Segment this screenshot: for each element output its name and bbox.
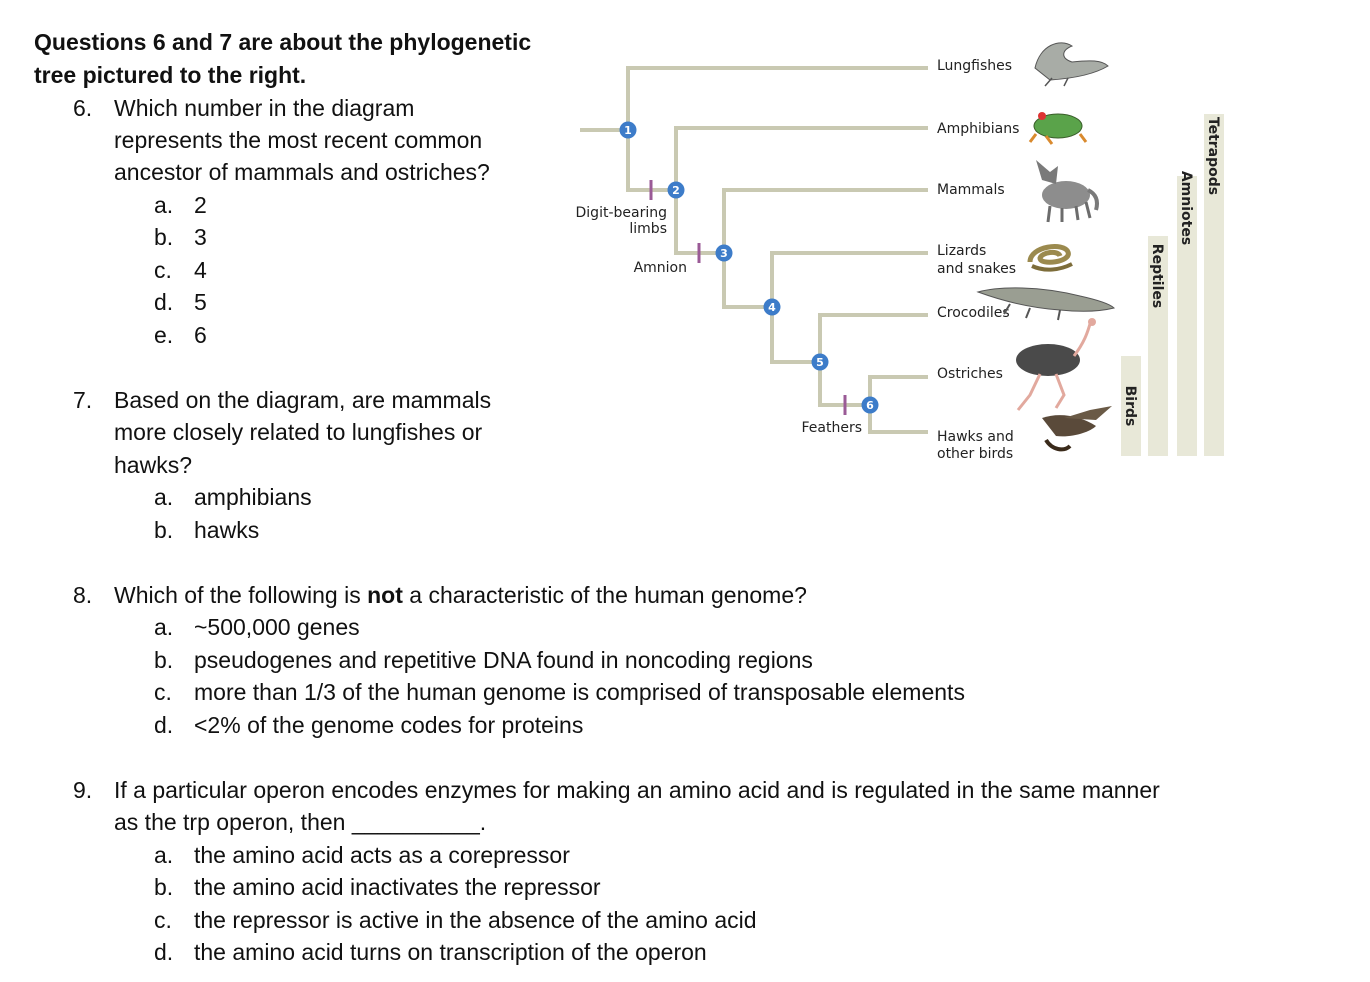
q7-line-1: Based on the diagram, are mammals xyxy=(114,387,492,413)
group-label-tetrapods: Tetrapods xyxy=(1205,117,1221,195)
group-label-reptiles: Reptiles xyxy=(1149,244,1165,308)
ostrich-illustration xyxy=(1016,318,1096,411)
node-4: 4 xyxy=(763,298,781,316)
phylogenetic-tree: 1 2 3 4 5 6 Digit-bearing limbs Amnion F… xyxy=(576,42,1224,462)
group-bar-amniotes: Amniotes xyxy=(1177,171,1197,456)
q6-line-2: represents the most recent common xyxy=(114,127,483,153)
q8-option-c: more than 1/3 of the human genome is com… xyxy=(194,679,965,705)
taxon-label-mammals: Mammals xyxy=(937,182,1005,198)
q6-option-d-letter: d. xyxy=(154,289,174,315)
wolf-illustration xyxy=(1036,160,1099,223)
q6-option-b: 3 xyxy=(194,224,207,250)
q9-option-b-letter: b. xyxy=(154,874,174,900)
q6-line-3: ancestor of mammals and ostriches? xyxy=(114,159,490,185)
taxon-label-crocodiles: Crocodiles xyxy=(937,305,1010,321)
q6-option-c: 4 xyxy=(194,257,207,283)
node-1: 1 xyxy=(619,121,637,139)
q8-stem-prefix: Which of the following is xyxy=(114,582,368,608)
group-bar-reptiles: Reptiles xyxy=(1148,236,1168,456)
taxon-label-hawks-and: Hawks and xyxy=(937,429,1014,445)
q7-option-b-letter: b. xyxy=(154,517,174,543)
group-label-birds: Birds xyxy=(1122,386,1138,427)
node-6-label: 6 xyxy=(866,399,874,412)
q8-option-b-letter: b. xyxy=(154,647,174,673)
q8-option-c-letter: c. xyxy=(154,679,172,705)
taxon-label-ostriches: Ostriches xyxy=(937,366,1003,382)
q9-line-1: If a particular operon encodes enzymes f… xyxy=(114,777,1160,803)
q9-option-d: the amino acid turns on transcription of… xyxy=(194,939,707,965)
q9-number: 9. xyxy=(73,777,93,803)
lungfish-illustration xyxy=(1034,42,1109,87)
q6-option-d: 5 xyxy=(194,289,207,315)
q7-line-3: hawks? xyxy=(114,452,192,478)
q8-stem-suffix: a characteristic of the human genome? xyxy=(402,582,807,608)
group-bar-tetrapods: Tetrapods xyxy=(1204,114,1224,456)
group-bar-birds: Birds xyxy=(1121,356,1141,456)
q7-option-a-letter: a. xyxy=(154,484,174,510)
intro-line-2: tree pictured to the right. xyxy=(34,62,307,88)
q8-option-b: pseudogenes and repetitive DNA found in … xyxy=(194,647,813,673)
node-5: 5 xyxy=(811,353,829,371)
group-label-amniotes: Amniotes xyxy=(1178,171,1194,245)
q6-option-e: 6 xyxy=(194,322,207,348)
q6-line-1: Which number in the diagram xyxy=(114,95,415,121)
q7-number: 7. xyxy=(73,387,93,413)
trait-label-digit-bearing: Digit-bearing xyxy=(576,205,667,221)
q6-option-a-letter: a. xyxy=(154,192,174,218)
q8-option-d: <2% of the genome codes for proteins xyxy=(194,712,584,738)
q8-option-a-letter: a. xyxy=(154,614,174,640)
q6-option-c-letter: c. xyxy=(154,257,172,283)
q8-number: 8. xyxy=(73,582,93,608)
taxon-label-and-snakes: and snakes xyxy=(937,261,1016,277)
intro-line-1: Questions 6 and 7 are about the phylogen… xyxy=(34,29,532,55)
q9-option-d-letter: d. xyxy=(154,939,174,965)
q7-option-a: amphibians xyxy=(194,484,312,510)
node-3-label: 3 xyxy=(720,247,728,260)
q8-stem: Which of the following is not a characte… xyxy=(114,579,807,611)
q7-line-2: more closely related to lungfishes or xyxy=(114,419,483,445)
snake-illustration xyxy=(1027,244,1073,272)
trait-marks xyxy=(649,180,847,415)
q7-option-b: hawks xyxy=(194,517,260,543)
taxon-label-lizards: Lizards xyxy=(937,243,986,259)
q9-option-a: the amino acid acts as a corepressor xyxy=(194,842,570,868)
node-2: 2 xyxy=(667,181,685,199)
q8-option-a: ~500,000 genes xyxy=(194,614,360,640)
q6-option-a: 2 xyxy=(194,192,207,218)
taxon-label-amphibians: Amphibians xyxy=(937,121,1019,137)
q9-line-2: as the trp operon, then __________. xyxy=(114,809,487,835)
q9-option-a-letter: a. xyxy=(154,842,174,868)
q6-option-e-letter: e. xyxy=(154,322,174,348)
taxon-label-lungfishes: Lungfishes xyxy=(937,58,1012,74)
node-4-label: 4 xyxy=(768,301,776,314)
q9-option-b: the amino acid inactivates the repressor xyxy=(194,874,601,900)
frog-illustration xyxy=(1028,112,1088,145)
q8-option-d-letter: d. xyxy=(154,712,174,738)
node-1-label: 1 xyxy=(624,124,632,137)
trait-label-limbs: limbs xyxy=(629,221,667,237)
node-6: 6 xyxy=(861,396,879,414)
node-3: 3 xyxy=(715,244,733,262)
crocodile-illustration xyxy=(976,287,1115,321)
q9-option-c: the repressor is active in the absence o… xyxy=(194,907,757,933)
trait-label-amnion: Amnion xyxy=(634,260,687,276)
taxon-label-other-birds: other birds xyxy=(937,446,1013,462)
node-5-label: 5 xyxy=(816,356,824,369)
hawk-illustration xyxy=(1042,406,1112,452)
q8-stem-emphasis: not xyxy=(367,582,403,608)
q9-option-c-letter: c. xyxy=(154,907,172,933)
trait-label-feathers: Feathers xyxy=(801,420,862,436)
node-2-label: 2 xyxy=(672,184,680,197)
q6-option-b-letter: b. xyxy=(154,224,174,250)
tree-branches xyxy=(580,66,928,434)
q6-number: 6. xyxy=(73,95,93,121)
